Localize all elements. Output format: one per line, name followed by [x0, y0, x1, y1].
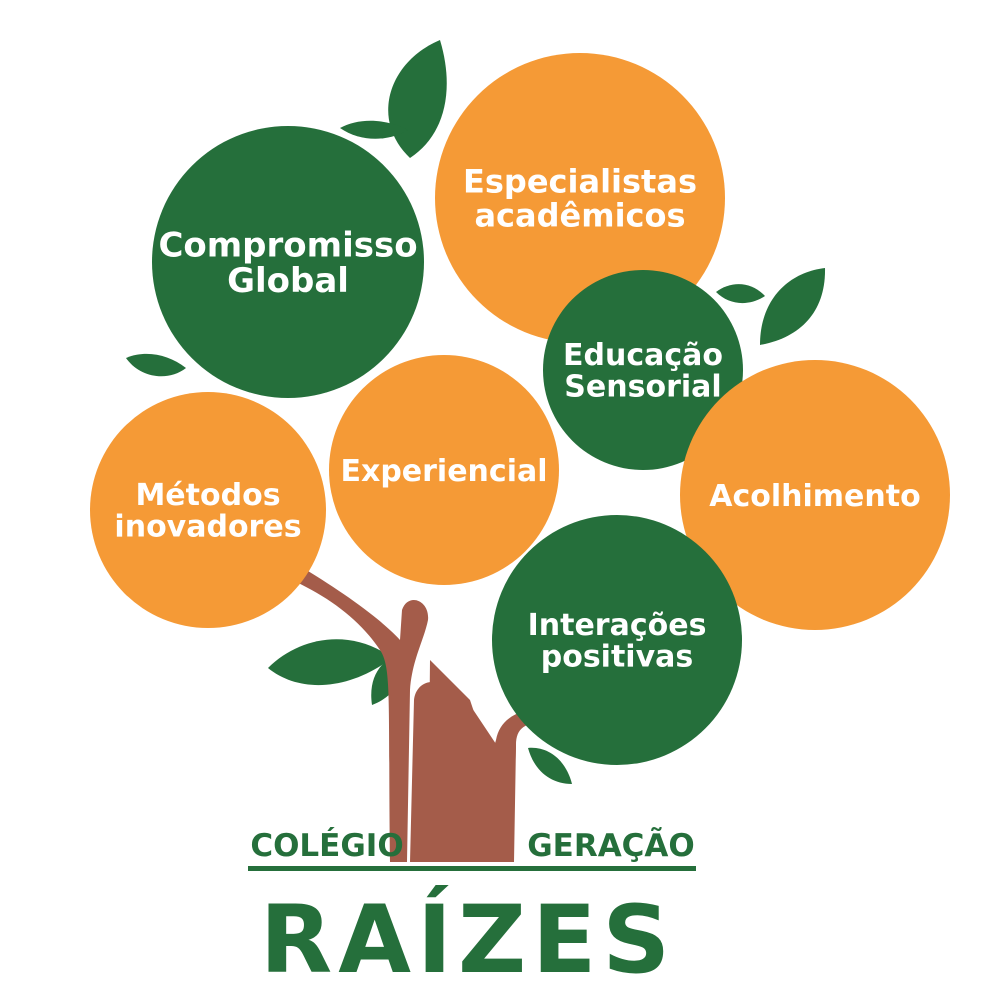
- brand-word-left: COLÉGIO: [250, 828, 403, 864]
- brand-main-title: RAÍZES: [260, 884, 676, 995]
- leaf-icon: [760, 268, 826, 345]
- leaf-icon: [340, 120, 408, 139]
- node-acolhimento: Acolhimento: [680, 360, 950, 630]
- trunk-core: [410, 681, 516, 862]
- node-circle-educacao: [543, 270, 743, 470]
- node-label-compromisso-0: Compromisso: [158, 225, 417, 265]
- leaf-icon: [268, 639, 392, 686]
- node-label-acolhimento-0: Acolhimento: [709, 479, 920, 514]
- node-label-metodos-1: inovadores: [114, 510, 301, 545]
- node-label-compromisso-1: Global: [227, 261, 349, 301]
- node-label-especialistas-1: acadêmicos: [474, 196, 685, 234]
- node-experiencial: Experiencial: [329, 355, 559, 585]
- node-label-educacao-0: Educação: [563, 338, 723, 373]
- node-label-experiencial-0: Experiencial: [340, 454, 547, 489]
- node-label-interacoes-0: Interações: [528, 608, 707, 643]
- node-label-especialistas-0: Especialistas: [463, 163, 697, 201]
- node-label-metodos-0: Métodos: [135, 478, 280, 513]
- node-circle-experiencial: [329, 355, 559, 585]
- node-label-educacao-1: Sensorial: [564, 370, 721, 405]
- leaves: [126, 40, 826, 784]
- leaf-icon: [716, 284, 765, 304]
- leaf-icon: [388, 40, 447, 158]
- leaf-icon: [528, 747, 572, 784]
- leaf-icon: [126, 353, 186, 377]
- node-circle-metodos: [90, 392, 326, 628]
- node-label-interacoes-1: positivas: [541, 640, 694, 675]
- node-circle-interacoes: [492, 515, 742, 765]
- node-circle-acolhimento: [680, 360, 950, 630]
- node-circle-compromisso: [152, 126, 424, 398]
- brand-divider: [248, 866, 696, 871]
- tree-trunk: [286, 564, 563, 862]
- brand-logo: COLÉGIO GERAÇÃO RAÍZES: [248, 827, 696, 995]
- brand-word-right: GERAÇÃO: [527, 827, 695, 864]
